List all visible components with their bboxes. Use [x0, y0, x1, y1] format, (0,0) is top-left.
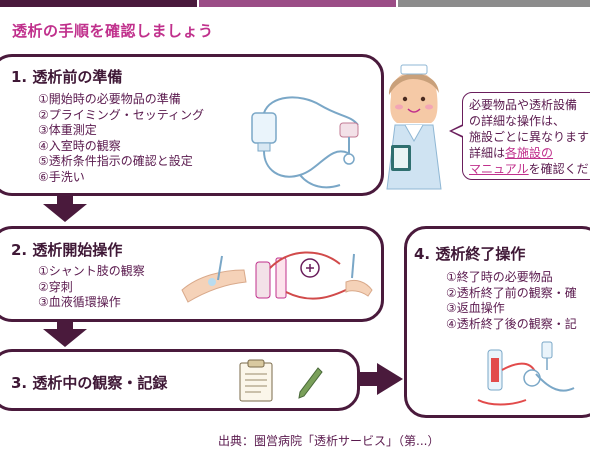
callout-text: を確認くださ	[528, 162, 590, 176]
arrow-right-stem	[360, 372, 378, 386]
arm-illustration	[181, 255, 247, 303]
manual-link[interactable]: マニュアル	[469, 162, 529, 176]
callout-line: マニュアルを確認くださ	[469, 161, 590, 177]
callout-tail-inner	[452, 126, 463, 136]
list-item: ③返血操作	[446, 301, 505, 316]
page-title: 透析の手順を確認しましょう	[12, 22, 214, 40]
list-item: ①終了時の必要物品	[446, 270, 553, 284]
callout-line: 詳細は各施設の	[469, 145, 590, 161]
clipboard-icon	[239, 359, 273, 402]
callout-bubble: 必要物品や透析設備 の詳細な操作は、 施設ごとに異なります 詳細は各施設の マニ…	[462, 92, 590, 180]
list-item: ②透析終了前の観察・確	[446, 285, 577, 300]
arrow-down-2	[43, 329, 87, 347]
step4-item-list: ①終了時の必要物品 ②透析終了前の観察・確 ③返血操作 ④透析終了後の観察・記	[446, 270, 577, 332]
list-item: ②プライミング・セッティング	[38, 107, 205, 122]
list-item: ②穿刺	[38, 279, 73, 294]
callout-line: 必要物品や透析設備	[469, 98, 578, 112]
step2-box	[0, 226, 384, 322]
priming-set-illustration	[251, 96, 359, 189]
return-circuit-illustration	[477, 341, 575, 406]
callout-text: 詳細は	[469, 146, 506, 160]
top-bar-gray	[398, 0, 590, 7]
manual-link[interactable]: 各施設の	[505, 146, 554, 160]
list-item: ①開始時の必要物品の準備	[38, 92, 181, 106]
list-item: ④入室時の観察	[38, 138, 121, 153]
step2-item-list: ①シャント肢の観察 ②穿刺 ③血液循環操作	[38, 264, 145, 311]
list-item: ③血液循環操作	[38, 295, 121, 310]
list-item: ④透析終了後の観察・記	[446, 316, 577, 331]
step4-title: 4. 透析終了操作	[414, 245, 526, 263]
arrow-right	[377, 363, 403, 395]
top-bar-mid	[199, 0, 396, 7]
list-item: ③体重測定	[38, 123, 97, 138]
step3-box	[0, 349, 360, 411]
source-note: 出典：圏営病院「透析サービス」（第...）	[218, 434, 440, 448]
top-bar-dark	[0, 0, 197, 7]
arrow-down-2-stem	[57, 322, 73, 330]
list-item: ⑤透析条件指示の確認と設定	[38, 154, 193, 169]
pen-icon	[298, 367, 323, 399]
step2-title: 2. 透析開始操作	[11, 241, 123, 259]
step1-title: 1. 透析前の準備	[11, 68, 123, 86]
nurse-illustration	[386, 64, 442, 190]
arrow-down-1	[43, 204, 87, 222]
list-item: ①シャント肢の観察	[38, 264, 145, 278]
step1-item-list: ①開始時の必要物品の準備 ②プライミング・セッティング ③体重測定 ④入室時の観…	[38, 92, 204, 186]
circuit-illustration	[255, 251, 373, 300]
callout-line: 施設ごとに異なります	[469, 130, 590, 144]
step3-title: 3. 透析中の観察・記録	[11, 374, 168, 392]
callout-line: の詳細な操作は、	[469, 114, 566, 128]
step1-box	[0, 54, 384, 196]
arrow-down-1-stem	[57, 196, 73, 205]
list-item: ⑥手洗い	[38, 169, 85, 184]
